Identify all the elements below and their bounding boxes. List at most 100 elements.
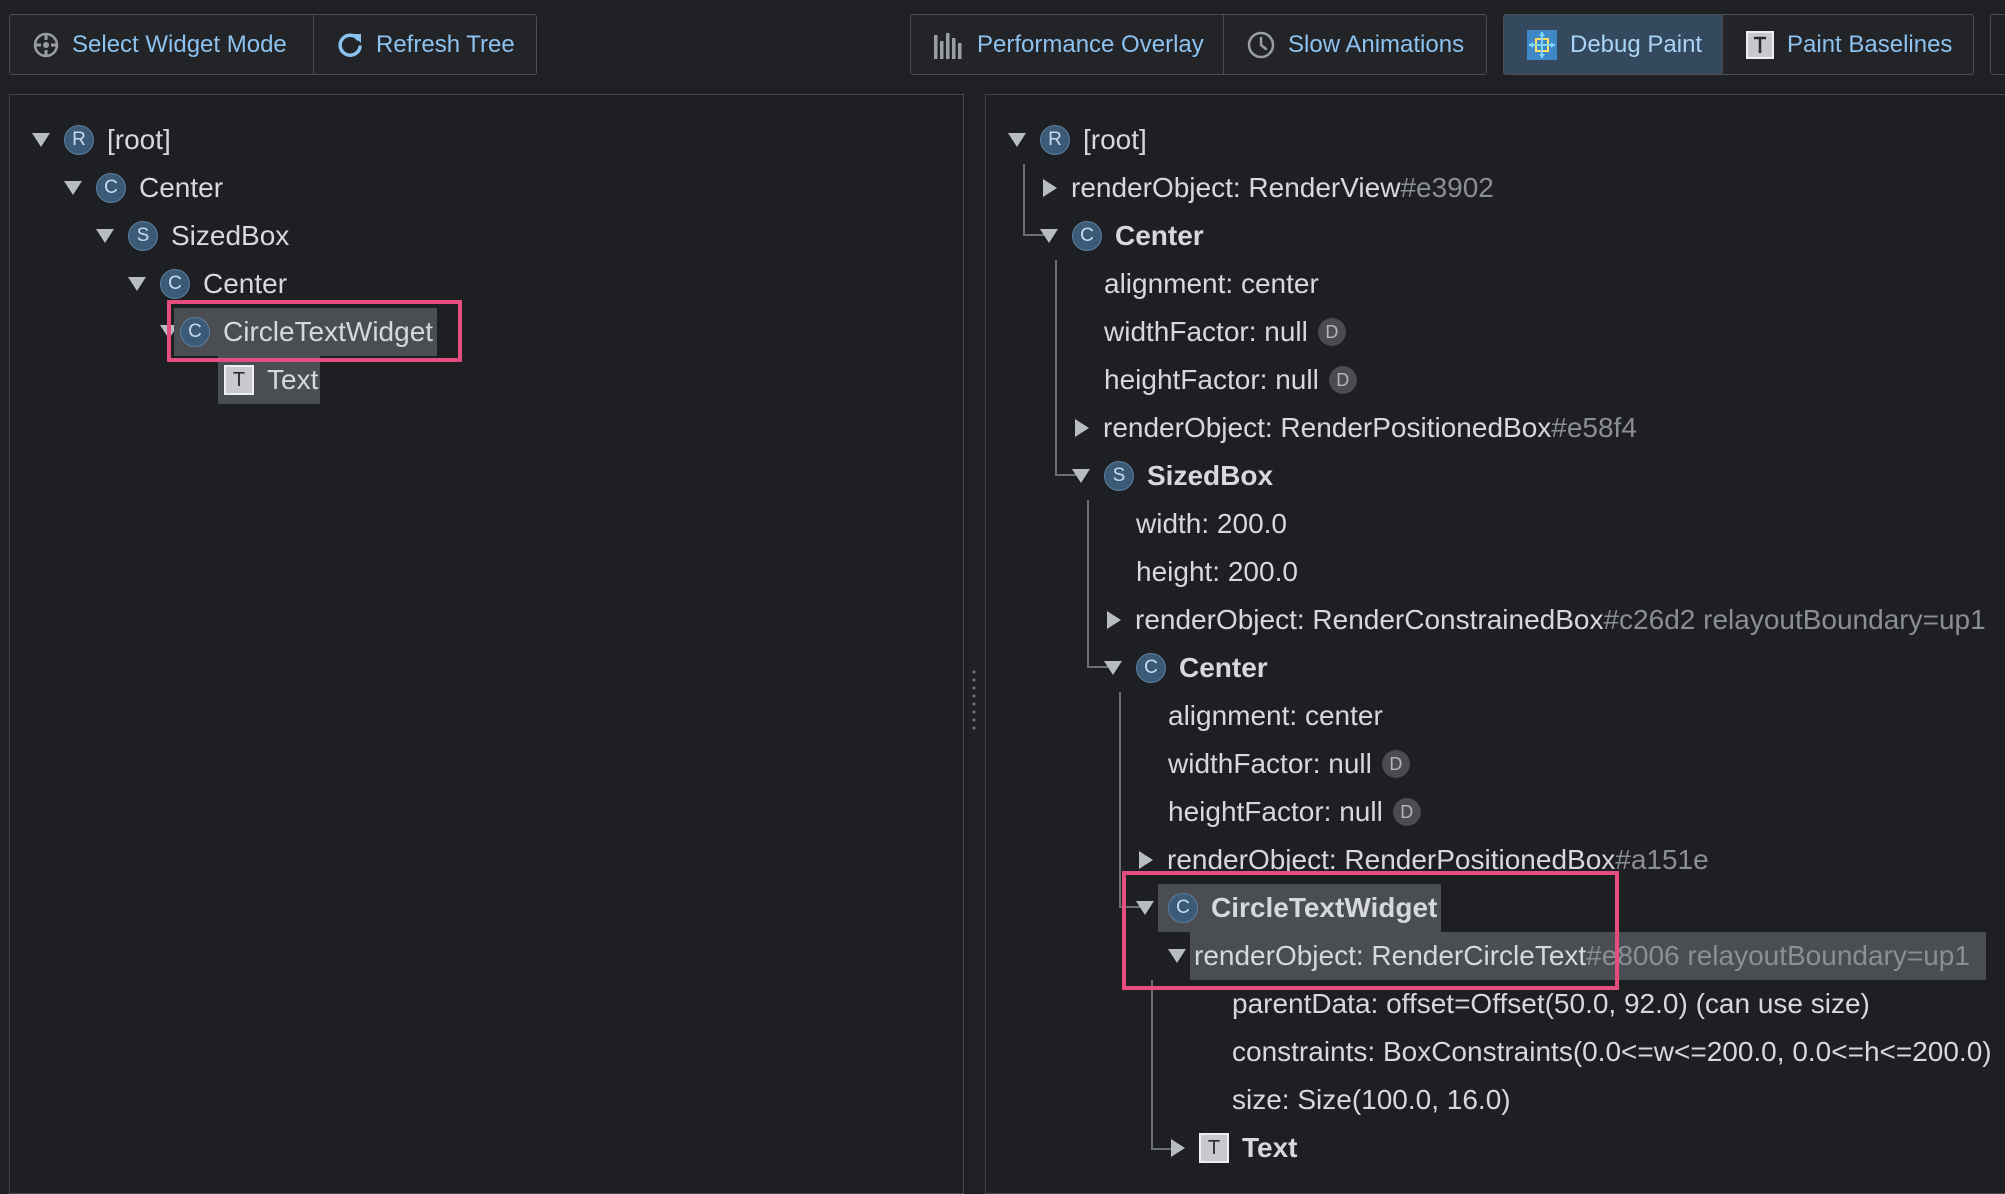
tree-guide-line [1119,906,1141,908]
details-row-sizedbox[interactable]: S SizedBox [1072,452,1273,500]
slow-animations-label: Slow Animations [1288,30,1465,58]
render-object-id: #c26d2 relayoutBoundary=up1 [1603,604,1986,635]
circletextwidget-badge-icon: C [1168,893,1198,923]
details-label: renderObject: RenderPositionedBox [1167,844,1616,875]
property-text: constraints: BoxConstraints(0.0<=w<=200.… [1232,1036,1992,1067]
default-value-badge-icon: D [1328,366,1357,394]
widget-tree-label: SizedBox [171,220,290,251]
expand-down-icon[interactable] [1104,661,1122,675]
widget-tree-row-center[interactable]: C Center [64,164,223,212]
details-row-render-constrainedbox[interactable]: renderObject: RenderConstrainedBox #c26d… [1107,596,1986,644]
details-row-circletextwidget[interactable]: C CircleTextWidget [1136,884,1442,932]
expand-down-icon[interactable] [1136,901,1154,915]
root-badge-icon: R [64,125,94,155]
widget-tree-label: CircleTextWidget [223,316,434,347]
details-label: renderObject: RenderPositionedBox [1103,412,1552,443]
expand-down-icon[interactable] [64,181,82,195]
crosshair-icon [32,31,60,59]
property-heightfactor: heightFactor: null D [1104,356,1357,404]
expand-right-icon[interactable] [1075,419,1089,437]
tree-guide-line [1151,1148,1173,1150]
expand-down-icon[interactable] [96,229,114,243]
details-label: SizedBox [1147,460,1274,491]
paint-toolbar: Debug Paint Paint Baselines [1503,14,1974,75]
select-widget-mode-button[interactable]: Select Widget Mode [10,15,314,74]
tree-guide-line [1023,234,1045,236]
expand-right-icon[interactable] [1043,179,1057,197]
widget-tree-row-circletextwidget[interactable]: C CircleTextWidget [160,308,438,356]
expand-down-icon[interactable] [32,133,50,147]
clock-icon [1246,30,1276,60]
details-row-center-inner[interactable]: C Center [1104,644,1268,692]
widget-tree-row-center-inner[interactable]: C Center [128,260,287,308]
paint-baselines-label: Paint Baselines [1787,30,1953,58]
widget-tree-label: [root] [107,124,171,155]
expand-down-icon[interactable] [1008,133,1026,147]
bar-chart-icon [933,31,965,59]
paint-baselines-button[interactable]: Paint Baselines [1723,15,1973,74]
property-text: parentData: offset=Offset(50.0, 92.0) (c… [1232,988,1870,1019]
render-object-id: #e3902 [1400,172,1494,203]
performance-overlay-button[interactable]: Performance Overlay [911,15,1224,74]
details-label: Center [1179,652,1268,683]
slow-animations-button[interactable]: Slow Animations [1224,15,1486,74]
property-alignment: alignment: center [1104,260,1319,308]
details-label: Text [1242,1132,1298,1163]
tree-guide-line [1023,164,1025,236]
toolbar-overflow-edge [1990,14,2005,75]
details-row-render-positionedbox-inner[interactable]: renderObject: RenderPositionedBox #a151e [1139,836,1709,884]
property-text: widthFactor: null [1168,748,1372,779]
property-heightfactor: heightFactor: null D [1168,788,1421,836]
expand-down-icon[interactable] [1168,949,1186,963]
property-text: heightFactor: null [1104,364,1319,395]
panel-splitter-handle[interactable] [971,668,977,732]
details-label: renderObject: RenderView [1071,172,1401,203]
debug-paint-icon [1526,29,1558,61]
left-toolbar: Select Widget Mode Refresh Tree [9,14,537,75]
expand-down-icon[interactable] [1040,229,1058,243]
debug-paint-label: Debug Paint [1570,30,1703,58]
circletextwidget-badge-icon: C [180,317,210,347]
default-value-badge-icon: D [1392,798,1421,826]
render-object-id: #a151e [1615,844,1709,875]
center-badge-icon: C [1072,221,1102,251]
expand-down-icon[interactable] [1072,469,1090,483]
property-parentdata: parentData: offset=Offset(50.0, 92.0) (c… [1232,980,1870,1028]
details-label: [root] [1083,124,1147,155]
details-row-text[interactable]: T Text [1171,1124,1298,1172]
details-row-center[interactable]: C Center [1040,212,1204,260]
property-text: width: 200.0 [1136,508,1287,539]
refresh-icon [336,31,364,59]
widget-tree-label: Text [267,364,319,395]
expand-right-icon[interactable] [1171,1139,1185,1157]
render-object-id: #e8006 relayoutBoundary=up1 [1586,940,1970,971]
details-tree-panel [985,94,2005,1194]
details-row-root[interactable]: R [root] [1008,116,1147,164]
center-badge-icon: C [160,269,190,299]
text-badge-icon: T [1199,1133,1229,1163]
refresh-tree-button[interactable]: Refresh Tree [314,15,536,74]
widget-tree-row-sizedbox[interactable]: S SizedBox [96,212,289,260]
center-badge-icon: C [1136,653,1166,683]
debug-paint-button[interactable]: Debug Paint [1504,15,1723,74]
sizedbox-badge-icon: S [1104,461,1134,491]
overlay-toolbar: Performance Overlay Slow Animations [910,14,1487,75]
expand-right-icon[interactable] [1139,851,1153,869]
property-text: alignment: center [1168,700,1383,731]
expand-right-icon[interactable] [1107,611,1121,629]
details-label: renderObject: RenderCircleText [1194,940,1587,971]
property-text: widthFactor: null [1104,316,1308,347]
details-row-render-circletext[interactable]: renderObject: RenderCircleText #e8006 re… [1168,932,1986,980]
details-label: CircleTextWidget [1211,892,1438,923]
tree-guide-line [1087,666,1109,668]
tree-guide-line [1119,692,1121,908]
property-text: alignment: center [1104,268,1319,299]
widget-tree-row-text[interactable]: T Text [218,356,321,404]
property-widthfactor: widthFactor: null D [1168,740,1410,788]
performance-overlay-label: Performance Overlay [977,30,1204,58]
details-row-render-positionedbox[interactable]: renderObject: RenderPositionedBox #e58f4 [1075,404,1637,452]
widget-tree-row-root[interactable]: R [root] [32,116,171,164]
text-baseline-icon [1745,30,1775,60]
details-row-renderview[interactable]: renderObject: RenderView #e3902 [1043,164,1494,212]
expand-down-icon[interactable] [128,277,146,291]
